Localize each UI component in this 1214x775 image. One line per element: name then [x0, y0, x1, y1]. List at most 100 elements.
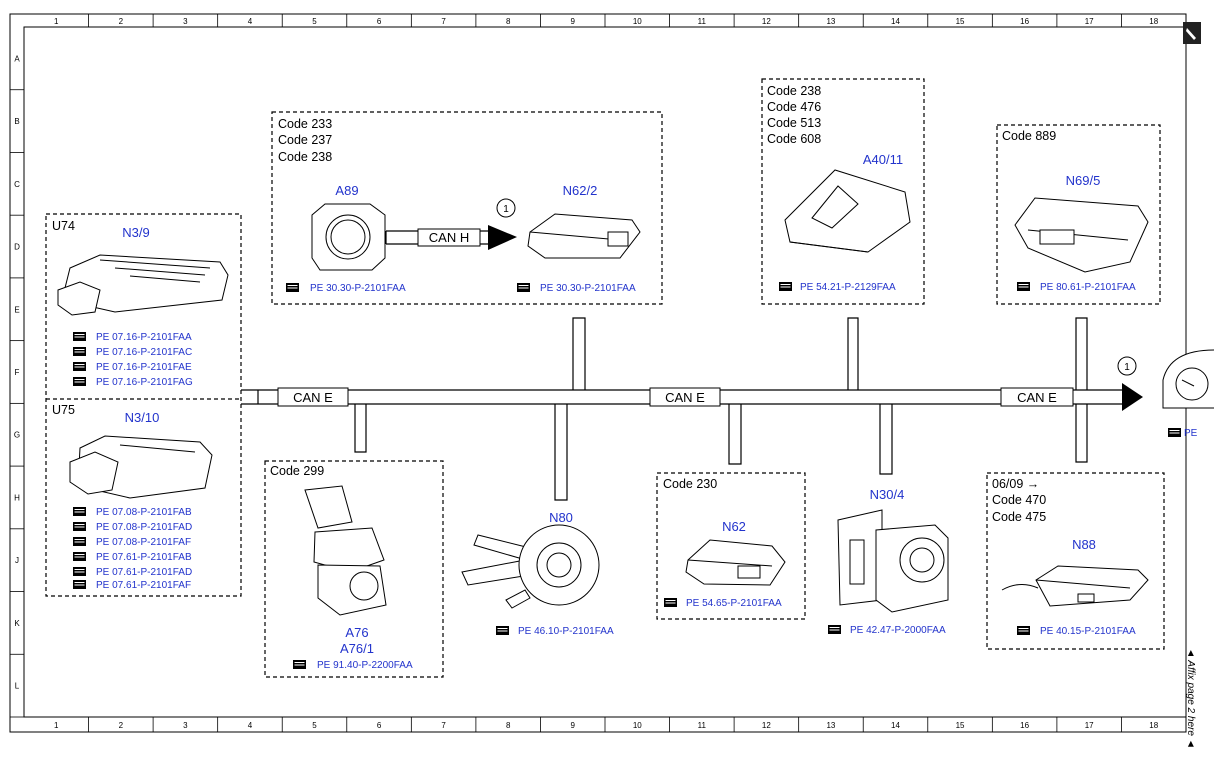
n62-ref-icon: [664, 598, 677, 607]
bus-label-can-e-3: CAN E: [1017, 390, 1057, 405]
column-number-8: 8: [506, 721, 511, 730]
a89-radar-drawing: [311, 203, 386, 271]
row-letter-K: K: [14, 619, 20, 628]
a40-11-display-drawing: [784, 169, 911, 253]
column-number-16: 16: [1020, 17, 1029, 26]
u75-ref-2: PE 07.08-P-2101FAD: [96, 522, 192, 533]
a89-ref: PE 30.30-P-2101FAA: [310, 283, 406, 294]
u75-ref-5: PE 07.61-P-2101FAD: [96, 567, 192, 578]
u75-refs: PE 07.08-P-2101FAB PE 07.08-P-2101FAD PE…: [73, 507, 192, 591]
row-letter-F: F: [15, 368, 20, 377]
row-letter-A: A: [14, 54, 20, 63]
tl-code-1: Code 233: [278, 117, 332, 131]
column-number-10: 10: [633, 721, 642, 730]
a40-11-box: [761, 78, 925, 305]
u75-label: U75: [52, 403, 75, 417]
a40-code-1: Code 238: [767, 84, 821, 98]
n88-module-drawing: [1001, 565, 1149, 607]
offpage-ref: PE: [1184, 428, 1198, 439]
tl-code-3: Code 238: [278, 150, 332, 164]
bus-marker-circle: [1117, 356, 1137, 376]
n30-4-esp-unit-drawing: [837, 509, 949, 613]
instrument-cluster-partial: [1162, 349, 1214, 409]
u74-label: U74: [52, 219, 75, 233]
n80-label: N80: [549, 510, 573, 525]
n30-4-label: N30/4: [870, 487, 905, 502]
row-letter-C: C: [14, 180, 20, 189]
n88-code-1: 06/09 →: [992, 477, 1039, 491]
n62-ref: PE 54.65-P-2101FAA: [686, 598, 782, 609]
column-number-7: 7: [441, 17, 446, 26]
column-number-12: 12: [762, 721, 771, 730]
bus-arrow-right: [1122, 383, 1143, 411]
u74-ref-3: PE 07.16-P-2101FAE: [96, 362, 192, 373]
a76-ref-icon: [293, 660, 306, 669]
row-letter-E: E: [14, 305, 19, 314]
column-number-14: 14: [891, 721, 900, 730]
n3-9-ecu-drawing: [57, 254, 229, 316]
u74-ref-4: PE 07.16-P-2101FAG: [96, 377, 193, 388]
bus-label-can-e-2: CAN E: [665, 390, 705, 405]
column-number-2: 2: [119, 721, 124, 730]
row-letter-L: L: [15, 682, 20, 691]
column-number-9: 9: [570, 17, 575, 26]
column-number-12: 12: [762, 17, 771, 26]
tl-code-2: Code 237: [278, 133, 332, 147]
n62-code-1: Code 230: [663, 477, 717, 491]
column-number-17: 17: [1085, 721, 1094, 730]
n69-ref: PE 80.61-P-2101FAA: [1040, 282, 1136, 293]
u75-ref-1: PE 07.08-P-2101FAB: [96, 507, 192, 518]
a76-ref: PE 91.40-P-2200FAA: [317, 660, 413, 671]
column-number-6: 6: [377, 17, 382, 26]
n62-label: N62: [722, 519, 746, 534]
a40-code-4: Code 608: [767, 132, 821, 146]
u74-u75-box: [45, 213, 242, 597]
column-number-13: 13: [826, 721, 835, 730]
u75-ref-4: PE 07.61-P-2101FAB: [96, 552, 192, 563]
column-number-1: 1: [54, 721, 59, 730]
a76-label: A76: [345, 625, 368, 640]
a76-code-1: Code 299: [270, 464, 324, 478]
column-number-15: 15: [956, 721, 965, 730]
n3-10-ecu-drawing: [69, 435, 213, 499]
column-number-18: 18: [1149, 721, 1158, 730]
column-number-2: 2: [119, 17, 124, 26]
column-number-5: 5: [312, 17, 317, 26]
pencil-icon: [1183, 22, 1201, 44]
column-number-11: 11: [698, 721, 707, 730]
a89-label: A89: [335, 183, 358, 198]
column-number-14: 14: [891, 17, 900, 26]
a76-1-label: A76/1: [340, 641, 374, 656]
a40-code-3: Code 513: [767, 116, 821, 130]
row-letter-B: B: [14, 117, 19, 126]
n88-ref: PE 40.15-P-2101FAA: [1040, 626, 1136, 637]
column-number-5: 5: [312, 721, 317, 730]
bus-label-can-e-1: CAN E: [293, 390, 333, 405]
u74-refs: PE 07.16-P-2101FAA PE 07.16-P-2101FAC PE…: [73, 332, 193, 388]
column-number-18: 18: [1149, 17, 1158, 26]
column-number-4: 4: [248, 17, 253, 26]
column-number-16: 16: [1020, 721, 1029, 730]
column-number-3: 3: [183, 721, 188, 730]
n88-ref-icon: [1017, 626, 1030, 635]
n69-ref-icon: [1017, 282, 1030, 291]
row-letter-J: J: [15, 556, 19, 565]
ref-hand-icon: [1168, 428, 1181, 437]
n69-code-1: Code 889: [1002, 129, 1056, 143]
column-number-4: 4: [248, 721, 253, 730]
column-number-10: 10: [633, 17, 642, 26]
tl-marker-number: 1: [503, 204, 509, 215]
row-letter-D: D: [14, 243, 20, 252]
n88-box: [986, 472, 1165, 650]
can-h-arrow: [488, 225, 517, 250]
can-e-bus: [257, 317, 1143, 501]
n69-5-box: [996, 124, 1161, 305]
n88-label: N88: [1072, 537, 1096, 552]
column-number-7: 7: [441, 721, 446, 730]
can-h-label: CAN H: [429, 230, 469, 245]
can-h-label-box: [417, 228, 481, 247]
n62-2-ref: PE 30.30-P-2101FAA: [540, 283, 636, 294]
